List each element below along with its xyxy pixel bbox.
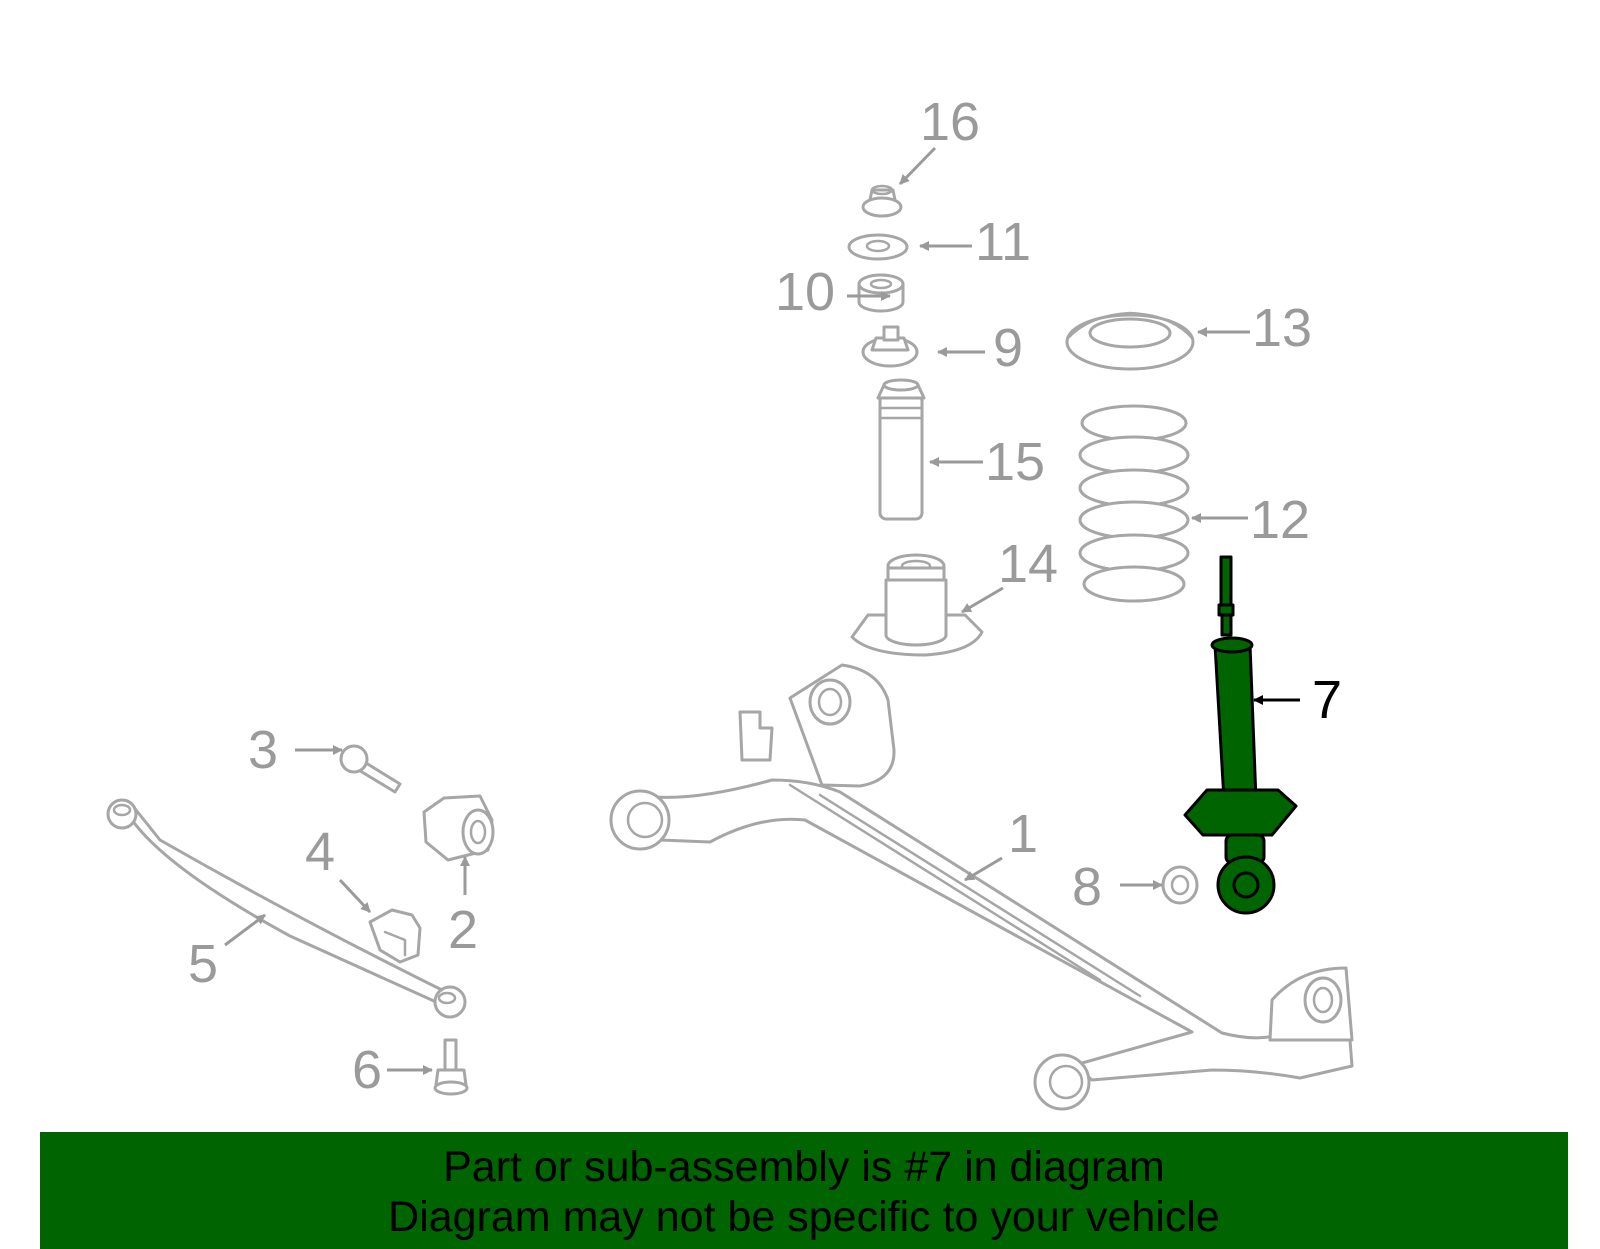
callout-11: 11 [975, 212, 1031, 272]
callout-10: 10 [775, 262, 835, 322]
callout-2: 2 [448, 900, 478, 960]
part-4-bracket[interactable] [368, 908, 422, 964]
callout-9: 9 [993, 318, 1023, 378]
parts-diagram: 16 11 10 9 15 14 13 12 7 8 1 3 2 4 5 6 [106, 92, 1354, 1111]
callout-13: 13 [1252, 298, 1312, 358]
part-10-bushing[interactable] [857, 273, 905, 313]
part-7-shock-absorber[interactable] [1183, 555, 1298, 915]
part-8-bushing[interactable] [1161, 865, 1199, 905]
callout-16: 16 [920, 92, 980, 152]
banner-line-part: Part or sub-assembly is #7 in diagram [443, 1143, 1165, 1191]
part-12-coil-spring[interactable] [1078, 404, 1190, 603]
callout-15: 15 [985, 432, 1045, 492]
callout-12: 12 [1250, 490, 1310, 550]
part-3-bolt[interactable] [339, 744, 402, 794]
part-15-boot[interactable] [876, 378, 926, 521]
info-banner: Part or sub-assembly is #7 in diagram Di… [40, 1132, 1568, 1249]
part-11-washer[interactable] [847, 233, 909, 261]
part-5-lateral-rod[interactable] [106, 798, 467, 1019]
part-6-bolt[interactable] [433, 1038, 469, 1096]
part-13-spring-seat[interactable] [1065, 311, 1195, 371]
callout-8: 8 [1072, 857, 1102, 917]
callout-1: 1 [1008, 804, 1038, 864]
part-16-nut[interactable] [861, 184, 903, 218]
banner-line-disclaimer: Diagram may not be specific to your vehi… [388, 1193, 1220, 1241]
callout-6: 6 [352, 1040, 382, 1100]
callout-4: 4 [305, 822, 335, 882]
part-2-bushing[interactable] [422, 794, 495, 862]
callout-3: 3 [248, 720, 278, 780]
callout-5: 5 [188, 934, 218, 994]
part-14-mount[interactable] [850, 553, 984, 657]
part-9-insulator[interactable] [861, 325, 919, 368]
callout-14: 14 [998, 534, 1058, 594]
part-1-axle-beam[interactable] [609, 663, 1354, 1111]
callout-arrows [224, 146, 1300, 1075]
callout-7: 7 [1312, 670, 1342, 730]
